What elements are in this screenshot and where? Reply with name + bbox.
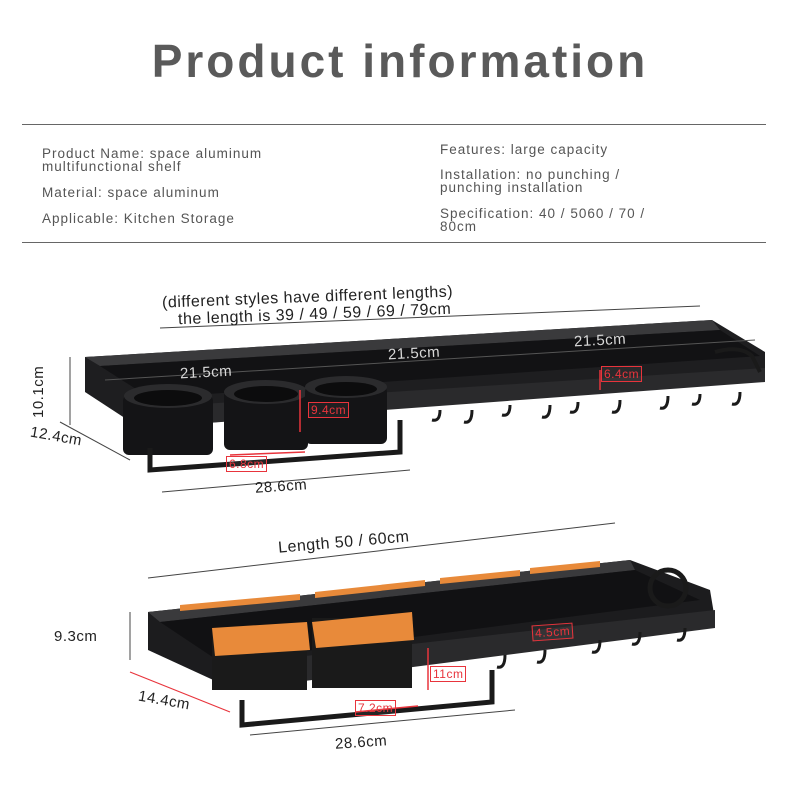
cup-group-bottom bbox=[212, 612, 414, 690]
page-title: Product information bbox=[151, 35, 649, 87]
top-cup-width-label: 6.8cm bbox=[226, 456, 268, 472]
divider-bottom bbox=[22, 242, 766, 243]
bottom-cup-width-label: 7.2cm bbox=[355, 700, 397, 716]
cup-group-top bbox=[123, 376, 387, 455]
bottom-height-label: 9.3cm bbox=[54, 628, 98, 645]
hooks-top bbox=[431, 391, 742, 424]
bottom-rail-length-label: 28.6cm bbox=[334, 732, 388, 753]
bottom-cup-height-label: 11cm bbox=[430, 666, 467, 682]
spec-specification: Specification: 40 / 5060 / 70 / 80cm bbox=[440, 206, 646, 234]
top-cup-height-label: 9.4cm bbox=[308, 402, 350, 418]
divider-top bbox=[22, 124, 766, 125]
top-hook-gap-label: 6.4cm bbox=[601, 366, 643, 382]
spec-product-name: Product Name: space aluminum multifuncti… bbox=[42, 146, 263, 174]
spec-applicable: Applicable: Kitchen Storage bbox=[42, 211, 235, 226]
bottom-hook-gap-label: 4.5cm bbox=[531, 622, 574, 642]
hooks-bottom bbox=[496, 627, 687, 669]
spec-features: Features: large capacity bbox=[440, 142, 609, 157]
spec-material: Material: space aluminum bbox=[42, 185, 220, 200]
spec-installation: Installation: no punching / punching ins… bbox=[440, 167, 621, 195]
